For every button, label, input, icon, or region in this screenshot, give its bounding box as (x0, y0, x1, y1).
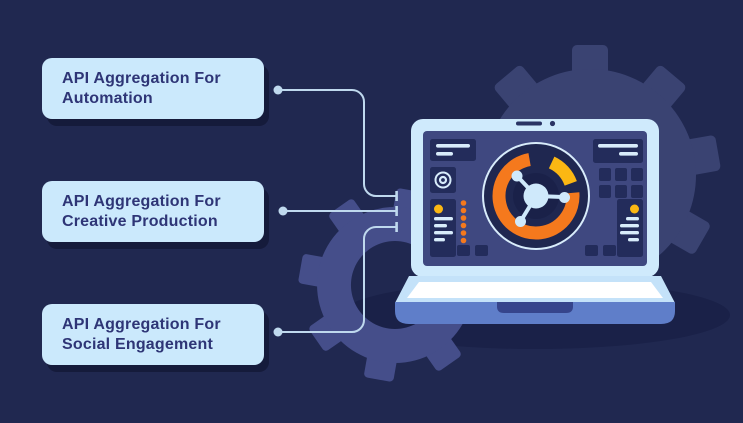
status-dot-yellow (434, 204, 443, 214)
callout-label-line2: Social Engagement (62, 335, 213, 353)
callout-automation: API Aggregation For Automation (42, 58, 264, 119)
laptop-notch (497, 302, 573, 313)
status-dot-yellow (630, 204, 639, 214)
button-grid (599, 168, 643, 198)
callout-label-line1: API Aggregation For (62, 192, 221, 210)
callout-label-line1: API Aggregation For (62, 315, 221, 333)
dashboard-right-panels (585, 139, 643, 257)
laptop-icon (395, 119, 675, 324)
connector-dot (273, 85, 283, 95)
dashboard-left-panels (430, 139, 488, 257)
callout-label-line2: Creative Production (62, 212, 218, 230)
gauge-arc-orange (492, 153, 580, 240)
camera-dot-icon (516, 120, 556, 127)
connector-lines (273, 85, 398, 337)
gauge-ring-icon (482, 142, 590, 250)
callout-creative-production: API Aggregation For Creative Production (42, 181, 264, 242)
share-network-icon (511, 170, 570, 227)
connector-dot (278, 206, 288, 216)
connector-line-1 (278, 89, 396, 197)
laptop-base (395, 276, 675, 324)
connector-line-3 (278, 226, 396, 333)
connector-dot (273, 327, 283, 337)
orange-dot-column (460, 200, 467, 244)
gauge-arc-yellow (548, 156, 577, 186)
callout-label-line1: API Aggregation For (62, 69, 221, 87)
callout-label-line2: Automation (62, 89, 153, 107)
target-icon (434, 171, 452, 189)
callout-social-engagement: API Aggregation For Social Engagement (42, 304, 264, 365)
